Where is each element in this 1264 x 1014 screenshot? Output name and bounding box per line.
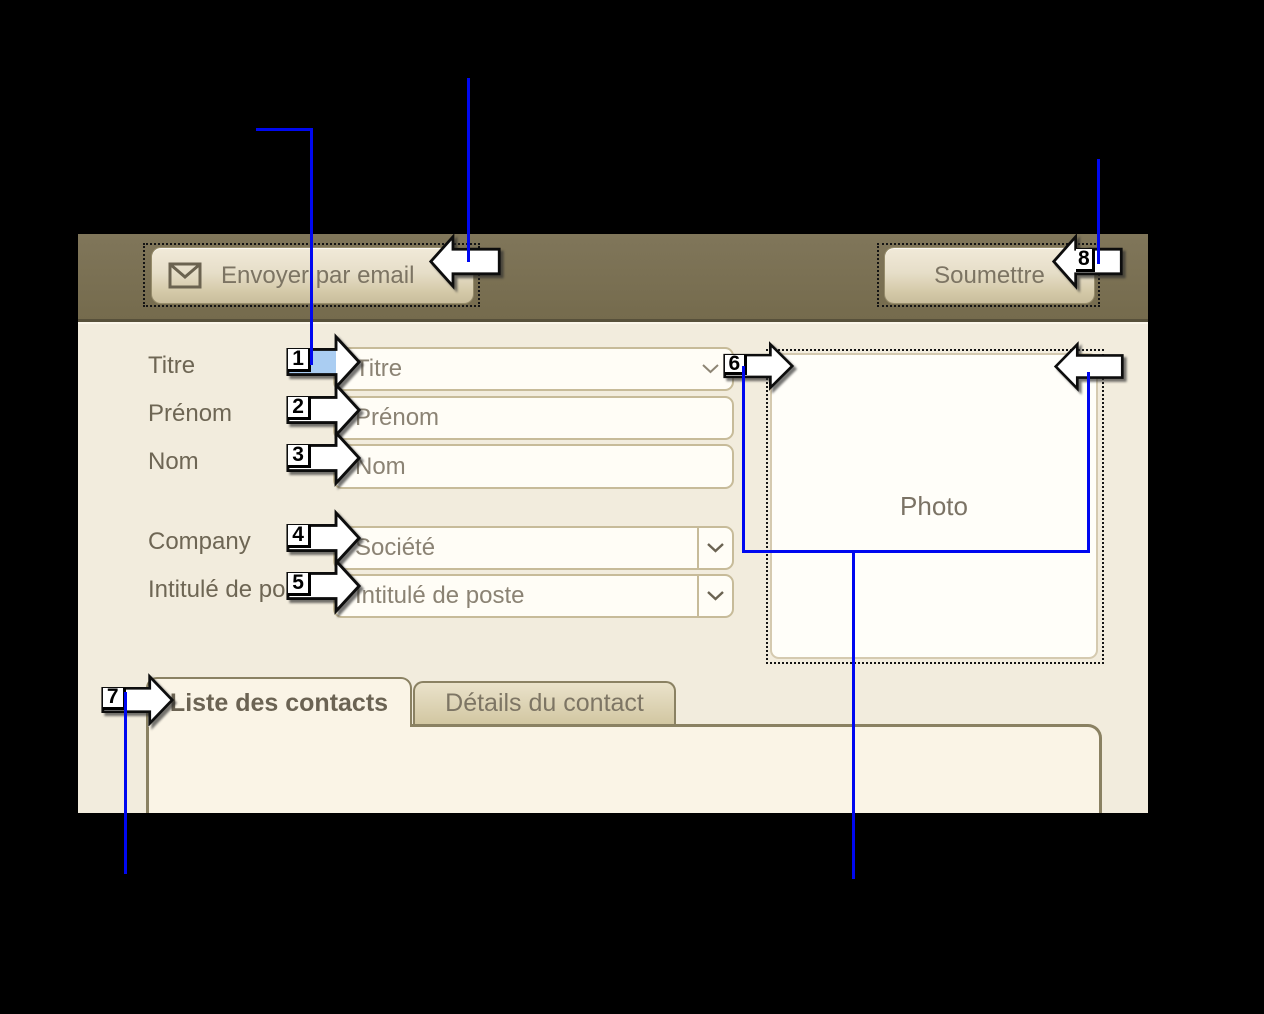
photo-selection-outline [766,349,1104,664]
annotation-number: 7 [103,685,126,710]
tab-liste-des-contacts[interactable]: Liste des contacts [146,677,412,727]
annotation-arrow-5: 5 [285,557,362,615]
annotation-number: 5 [288,571,312,597]
societe-dropdown-button[interactable] [697,528,732,568]
photo-attachment-box[interactable]: Photo [770,353,1098,659]
chevron-down-icon [707,591,724,601]
titre-label: Titre [148,352,196,379]
send-email-button-label: Envoyer par email [221,261,415,289]
nom-field[interactable] [333,444,734,489]
annotation-arrow-email [428,233,502,290]
callout-line-1-horizontal [256,128,313,131]
prenom-field[interactable] [333,396,734,440]
envelope-icon [168,262,202,289]
poste-placeholder: Intitulé de poste [355,582,525,609]
photo-placeholder-label: Photo [900,490,968,521]
form-header-bar: Envoyer par email Soumettre [78,234,1148,324]
tab-details-du-contact[interactable]: Détails du contact [413,681,676,724]
annotation-number: 4 [288,523,312,549]
poste-dropdown-button[interactable] [697,576,732,616]
company-label: Company [148,528,251,555]
annotation-number: 6 [724,352,747,375]
societe-combobox[interactable]: Société [333,526,734,570]
prenom-label: Prénom [148,400,233,427]
callout-line-8 [1097,159,1100,264]
annotation-arrow-3: 3 [285,429,362,487]
nom-label: Nom [148,448,199,475]
tab-content-panel [146,724,1102,813]
tab-label: Liste des contacts [169,688,389,717]
poste-combobox[interactable]: Intitulé de poste [333,574,734,618]
photo-bracket-right [1087,372,1090,553]
annotation-arrow-2: 2 [285,381,362,439]
prenom-input[interactable] [335,398,732,438]
submit-button-label: Soumettre [934,261,1045,289]
submit-button-selection-outline: Soumettre [877,243,1100,307]
tab-label: Détails du contact [445,689,644,717]
annotation-number: 3 [288,443,312,469]
annotation-number: 2 [288,395,312,421]
annotation-arrow-7: 7 [100,673,175,727]
callout-line-email [467,78,470,262]
annotation-arrow-photo [1053,341,1125,392]
titre-combobox[interactable]: Titre [333,347,734,391]
titre-placeholder: Titre [355,355,403,382]
chevron-down-icon[interactable] [702,364,719,374]
callout-line-7 [124,692,127,874]
annotation-arrow-4: 4 [285,509,362,567]
annotation-arrow-6: 6 [722,341,795,391]
annotation-arrow-8: 8 [1051,233,1124,290]
photo-bracket-stem [852,551,855,879]
annotation-arrow-1: 1 [285,333,362,391]
callout-line-1-vertical [310,128,313,365]
annotation-number: 1 [288,347,312,373]
annotation-number: 8 [1075,247,1095,272]
contacts-form-window: Envoyer par email Soumettre Titre Prénom… [78,234,1148,813]
photo-bracket-left [742,366,745,553]
photo-bracket-bottom [742,550,1090,553]
nom-input[interactable] [335,446,732,487]
societe-placeholder: Société [355,534,436,561]
chevron-down-icon [707,543,724,553]
